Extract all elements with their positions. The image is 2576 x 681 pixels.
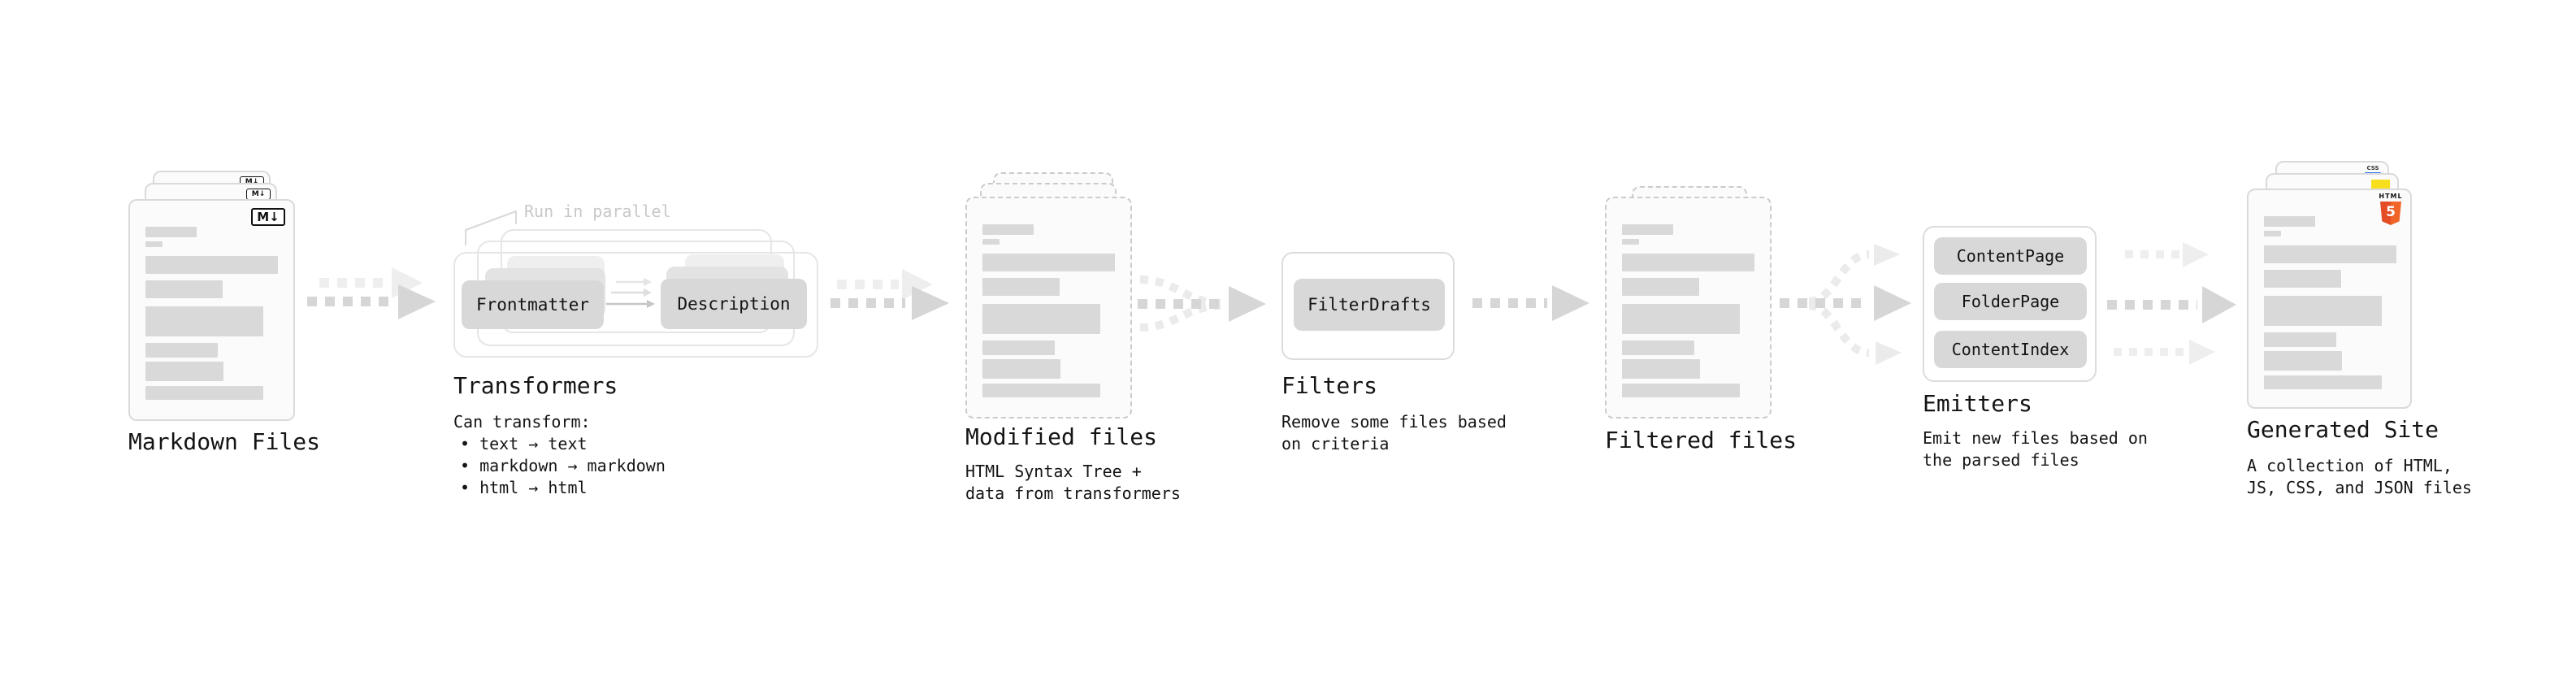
transformers-bullet: • markdown → markdown [460, 456, 666, 475]
generated-site-description: A collection of HTML, JS, CSS, and JSON … [2247, 455, 2472, 499]
document-skeleton-lines [982, 224, 1115, 397]
transformers-title: Transformers [453, 372, 618, 399]
folderpage-box: FolderPage [1934, 283, 2087, 320]
transformer-group-outline-front [453, 252, 818, 358]
modified-files-description: HTML Syntax Tree + data from transformer… [965, 461, 1181, 505]
frontmatter-box: Frontmatter [462, 280, 604, 329]
filters-description: Remove some files based on criteria [1281, 411, 1507, 455]
document-skeleton-lines [145, 227, 278, 400]
js-icon [2371, 180, 2390, 189]
generated-doc-html: HTML 5 [2247, 189, 2412, 409]
document-skeleton-lines [1622, 224, 1754, 397]
markdown-icon: M↓ [251, 208, 285, 226]
filtered-doc-front [1605, 197, 1772, 419]
modified-desc-line: HTML Syntax Tree + [965, 462, 1142, 481]
generated-desc-line: A collection of HTML, [2247, 456, 2452, 475]
modified-doc-front [965, 197, 1132, 419]
filters-title: Filters [1281, 372, 1378, 399]
html5-badge-word: HTML [2379, 193, 2403, 200]
filters-desc-line: Remove some files based [1281, 412, 1507, 432]
contentindex-box: ContentIndex [1934, 331, 2087, 368]
html5-icon: HTML 5 [2379, 193, 2403, 225]
filterdrafts-box: FilterDrafts [1294, 279, 1445, 331]
contentpage-box: ContentPage [1934, 237, 2087, 275]
document-skeleton-lines [2264, 216, 2396, 389]
markdown-doc-front: M↓ [128, 199, 295, 421]
transformers-desc-heading: Can transform: [453, 412, 591, 432]
emitters-description: Emit new files based on the parsed files [1923, 427, 2148, 471]
emitters-title: Emitters [1923, 390, 2032, 417]
markdown-files-label: Markdown Files [128, 428, 321, 455]
emitters-desc-line: Emit new files based on [1923, 428, 2148, 448]
html5-badge-number: 5 [2386, 203, 2396, 220]
emitters-desc-line: the parsed files [1923, 450, 2079, 470]
filtered-files-label: Filtered files [1605, 427, 1798, 453]
description-box: Description [661, 279, 807, 329]
transformers-description: Can transform: • text → text • markdown … [453, 411, 666, 499]
transformers-bullet: • html → html [460, 478, 588, 497]
css-badge-label: CSS [2366, 165, 2379, 171]
run-in-parallel-annotation: Run in parallel [524, 202, 671, 221]
modified-desc-line: data from transformers [965, 484, 1181, 503]
transformers-bullet: • text → text [460, 434, 588, 453]
modified-files-title: Modified files [965, 423, 1158, 450]
filters-desc-line: on criteria [1281, 434, 1390, 453]
generated-desc-line: JS, CSS, and JSON files [2247, 478, 2472, 497]
html5-shield: 5 [2380, 202, 2401, 225]
generated-site-title: Generated Site [2247, 416, 2439, 443]
